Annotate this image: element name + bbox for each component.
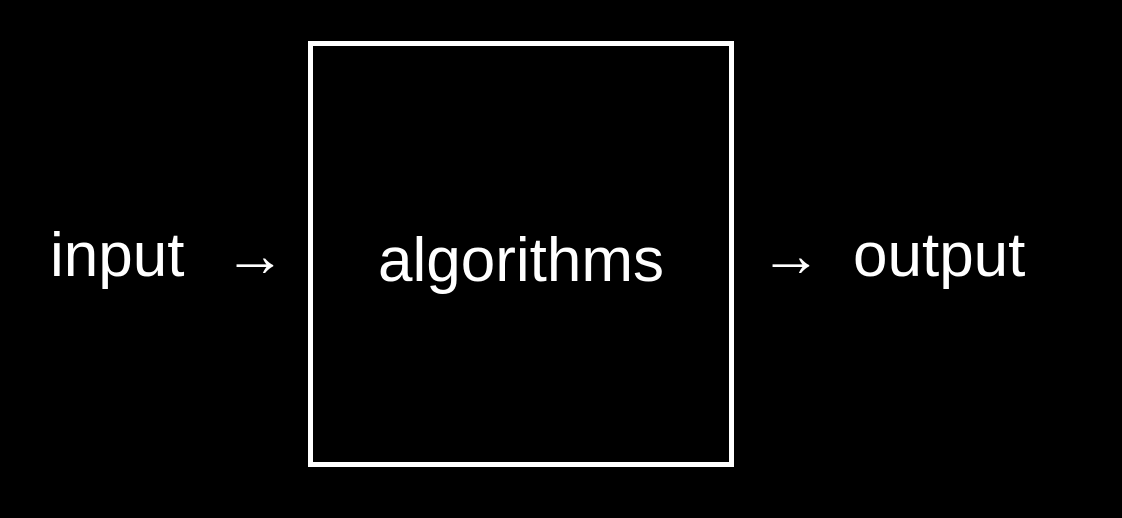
input-label: input [50, 221, 185, 290]
algorithms-label: algorithms [378, 226, 664, 295]
output-arrow: → [760, 221, 822, 290]
input-arrow: → [224, 221, 286, 290]
output-label: output [853, 221, 1026, 290]
algorithms-box: algorithms [308, 41, 734, 467]
